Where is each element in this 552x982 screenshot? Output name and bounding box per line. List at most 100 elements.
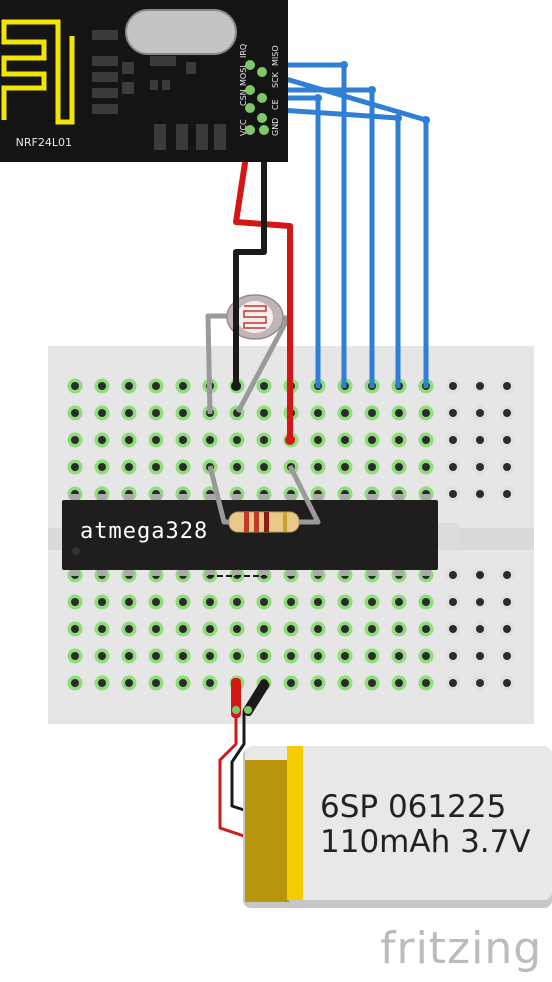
chip-pin <box>178 494 188 502</box>
chip-pin <box>97 568 107 576</box>
module-pad <box>154 124 166 150</box>
breadboard-hole <box>449 409 457 417</box>
breadboard-hole <box>449 463 457 471</box>
module-header-pin <box>245 85 255 95</box>
blue-wire-bend <box>314 94 322 102</box>
battery-line-2: 110mAh 3.7V <box>320 824 531 860</box>
power-wires <box>231 129 295 445</box>
module-pad <box>92 30 118 40</box>
breadboard-hole <box>125 625 133 633</box>
breadboard-hole <box>368 463 376 471</box>
module-label: NRF24L01 <box>16 136 72 149</box>
breadboard-hole <box>260 652 268 660</box>
breadboard-hole <box>314 436 322 444</box>
module-pad <box>150 56 176 66</box>
breadboard-hole <box>125 409 133 417</box>
chip-pin <box>124 568 134 576</box>
breadboard-hole <box>503 409 511 417</box>
module-pad <box>214 124 226 150</box>
breadboard-hole <box>287 625 295 633</box>
breadboard-hole <box>179 382 187 390</box>
breadboard-hole <box>503 463 511 471</box>
breadboard-hole <box>179 436 187 444</box>
breadboard-hole <box>206 436 214 444</box>
breadboard-hole <box>125 679 133 687</box>
breadboard-hole <box>206 625 214 633</box>
breadboard-hole <box>476 571 484 579</box>
chip-pin1-dot <box>72 547 80 555</box>
breadboard-hole <box>314 625 322 633</box>
chip-pin <box>421 494 431 502</box>
breadboard-hole <box>125 436 133 444</box>
breadboard-hole <box>476 436 484 444</box>
pin-label-ce: CE <box>271 99 280 110</box>
pin-label-csn: CSN <box>239 89 248 106</box>
chip-pins-bottom <box>70 568 431 576</box>
breadboard-hole <box>98 382 106 390</box>
breadboard-hole <box>368 679 376 687</box>
chip-pin <box>178 568 188 576</box>
breadboard-hole <box>422 463 430 471</box>
chip-pin <box>205 568 215 576</box>
chip-pin <box>259 568 269 576</box>
blue-wire-bend <box>368 86 376 94</box>
breadboard-hole <box>449 652 457 660</box>
breadboard-hole <box>503 625 511 633</box>
breadboard-hole <box>449 625 457 633</box>
module-header-pin <box>245 60 255 70</box>
pin-label-gnd: GND <box>271 118 280 136</box>
breadboard-hole <box>71 463 79 471</box>
chip-pin <box>286 568 296 576</box>
breadboard-hole <box>368 652 376 660</box>
chip-pin <box>70 494 80 502</box>
breadboard-hole <box>152 598 160 606</box>
battery-body <box>245 746 552 900</box>
breadboard-hole <box>71 625 79 633</box>
module-pad <box>150 80 158 90</box>
breadboard-hole <box>98 436 106 444</box>
breadboard-hole <box>503 598 511 606</box>
breadboard-hole <box>395 679 403 687</box>
module-header-pin <box>257 67 267 77</box>
breadboard-hole <box>395 625 403 633</box>
breadboard-hole <box>503 382 511 390</box>
breadboard-hole <box>368 625 376 633</box>
breadboard-hole <box>341 463 349 471</box>
breadboard-hole <box>476 409 484 417</box>
module-header-pin <box>245 125 255 135</box>
breadboard-hole <box>125 652 133 660</box>
breadboard-hole <box>341 436 349 444</box>
breadboard-hole <box>422 598 430 606</box>
breadboard-hole <box>260 625 268 633</box>
pin-label-sck: SCK <box>271 71 280 88</box>
chip-pin <box>340 494 350 502</box>
breadboard-hole <box>98 409 106 417</box>
breadboard-hole <box>287 598 295 606</box>
breadboard-hole <box>152 463 160 471</box>
breadboard-hole <box>503 652 511 660</box>
chip-pin <box>232 494 242 502</box>
breadboard-hole <box>341 409 349 417</box>
resistor-band-2 <box>254 512 259 532</box>
chip-pin <box>259 494 269 502</box>
battery-wires <box>218 678 270 838</box>
breadboard-hole <box>152 679 160 687</box>
grey-wire-resistor-right <box>287 464 321 525</box>
breadboard-hole <box>260 382 268 390</box>
breadboard-hole <box>179 598 187 606</box>
chip-pin <box>313 568 323 576</box>
breadboard-hole <box>206 679 214 687</box>
breadboard-hole <box>368 409 376 417</box>
breadboard-hole <box>341 625 349 633</box>
pin-label-irq: IRQ <box>239 44 248 58</box>
breadboard-hole <box>98 625 106 633</box>
breadboard-hole <box>71 382 79 390</box>
breadboard-hole <box>368 598 376 606</box>
breadboard-hole <box>449 436 457 444</box>
breadboard-hole <box>476 463 484 471</box>
battery-connector-tip <box>244 706 252 714</box>
breadboard-hole <box>449 490 457 498</box>
breadboard-hole <box>503 571 511 579</box>
breadboard-hole <box>395 463 403 471</box>
breadboard-hole <box>152 652 160 660</box>
